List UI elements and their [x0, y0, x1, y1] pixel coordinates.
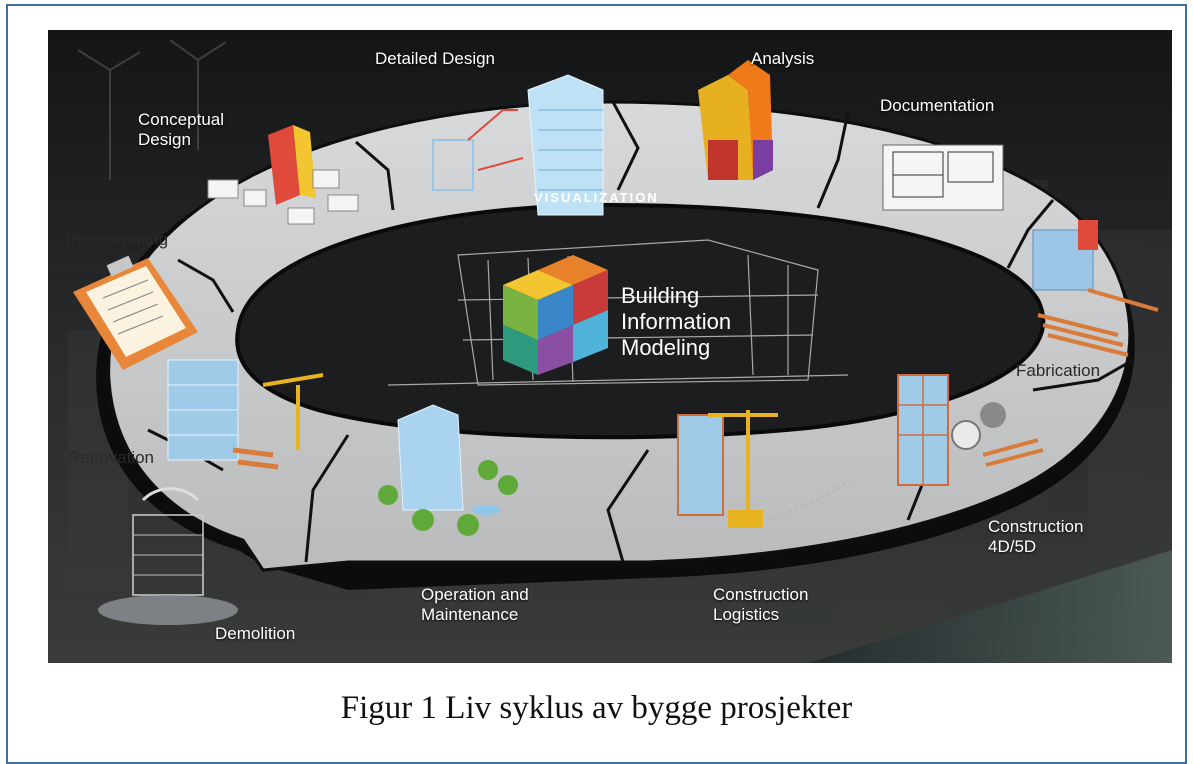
bim-title-line-2: Information	[621, 309, 732, 334]
ring-segment-dividers	[147, 101, 1134, 563]
diagram-artwork	[48, 30, 1172, 663]
operation-maintenance-icon	[378, 404, 518, 536]
construction-logistics-line-2: Logistics	[713, 605, 780, 624]
figure-caption: Figur 1 Liv syklus av bygge prosjekter	[340, 690, 853, 726]
stage-analysis: Analysis	[751, 49, 815, 68]
water-area	[808, 550, 1172, 663]
operation-maintenance-line-2: Maintenance	[421, 605, 519, 624]
stage-demolition: Demolition	[215, 624, 296, 643]
bim-title: Building Information Modeling	[621, 283, 731, 361]
stage-renovation: Renovation	[68, 448, 155, 467]
bim-cube-logo	[503, 255, 608, 375]
construction-4d5d-icon	[897, 374, 1044, 486]
bim-lifecycle-diagram: VISUALIZATION Building Information Model…	[48, 30, 1172, 663]
visualization-label: VISUALIZATION	[534, 190, 659, 205]
construction-logistics-icon	[677, 410, 850, 528]
stage-documentation: Documentation	[880, 96, 995, 115]
stage-operation-maintenance: Operation and Maintenance	[421, 585, 529, 625]
fabrication-machine-icon	[1032, 220, 1159, 357]
construction-logistics-line-1: Construction	[713, 585, 809, 604]
bim-title-line-1: Building	[621, 283, 700, 308]
stage-fabrication: Fabrication	[1016, 361, 1101, 380]
renovation-building-icon	[167, 359, 324, 470]
operation-maintenance-line-1: Operation and	[421, 585, 529, 604]
stage-construction-logistics: Construction Logistics	[713, 585, 808, 625]
construction-4d5d-line-2: 4D/5D	[988, 537, 1037, 556]
stage-construction-4d5d: Construction 4D/5D	[988, 517, 1083, 557]
stage-conceptual-design: Conceptual Design	[138, 110, 224, 150]
conceptual-design-line-1: Conceptual	[138, 110, 225, 129]
conceptual-design-model-icon	[207, 125, 359, 225]
conceptual-design-line-2: Design	[138, 130, 191, 149]
detailed-design-tower-icon	[432, 74, 604, 216]
ring-inner	[235, 202, 1046, 440]
stage-programming: Programming	[66, 230, 169, 249]
bim-title-line-3: Modeling	[621, 335, 711, 360]
wind-turbine-icons	[77, 39, 227, 180]
analysis-model-icon	[698, 60, 773, 180]
programming-clipboard-icon	[73, 255, 198, 370]
demolition-building-icon	[98, 487, 238, 625]
construction-4d5d-line-1: Construction	[988, 517, 1084, 536]
documentation-drawing-icon	[882, 144, 1004, 211]
stage-detailed-design: Detailed Design	[375, 49, 496, 68]
